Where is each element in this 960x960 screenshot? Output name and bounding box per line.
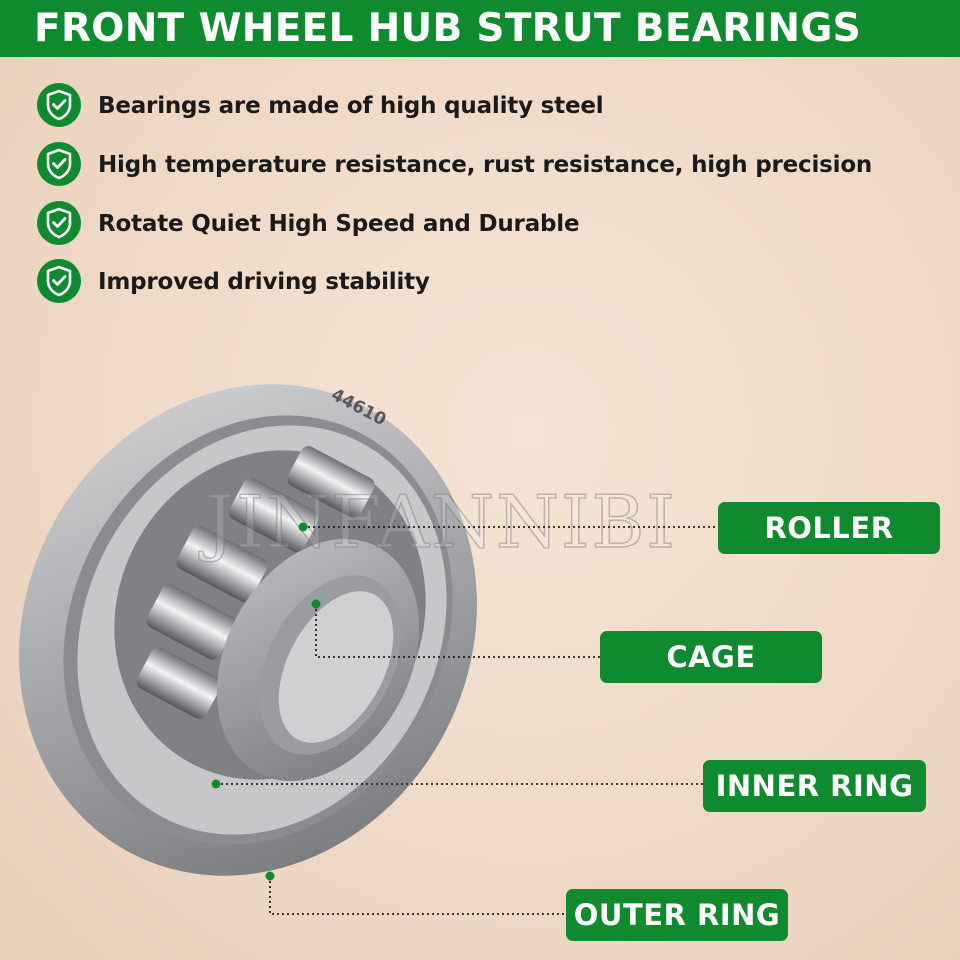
cage-label: CAGE	[600, 631, 822, 683]
inner-ring-marker-dot	[211, 779, 221, 789]
outer-ring-leader-line	[269, 876, 566, 915]
feature-item: High temperature resistance, rust resist…	[36, 141, 936, 187]
inner-ring-label: INNER RING	[703, 760, 926, 812]
watermark: JINFANNIBI	[204, 479, 677, 565]
shield-check-icon	[37, 259, 81, 303]
roller	[146, 584, 236, 660]
roller-marker-dot	[298, 522, 308, 532]
feature-item: Rotate Quiet High Speed and Durable	[36, 200, 936, 246]
feature-item: Bearings are made of high quality steel	[36, 82, 936, 128]
bearing-image: 44610	[19, 384, 477, 876]
feature-list: Bearings are made of high quality steel …	[0, 0, 960, 320]
roller	[287, 446, 375, 518]
shield-check-icon	[37, 142, 81, 186]
page-title: FRONT WHEEL HUB STRUT BEARINGS	[34, 6, 862, 51]
roller-set	[136, 446, 375, 719]
cage-leader-line	[315, 604, 600, 658]
header-banner: FRONT WHEEL HUB STRUT BEARINGS	[0, 0, 960, 57]
cage-marker-dot	[311, 599, 321, 609]
roller	[228, 477, 320, 553]
outer-ring-marker-dot	[265, 871, 275, 881]
feature-label: High temperature resistance, rust resist…	[98, 152, 873, 178]
roller	[136, 647, 222, 719]
roller	[176, 525, 268, 603]
roller-label: ROLLER	[718, 502, 940, 554]
outer-ring-label: OUTER RING	[566, 889, 788, 941]
shield-check-icon	[37, 201, 81, 245]
feature-label: Bearings are made of high quality steel	[98, 93, 604, 119]
feature-item: Improved driving stability	[36, 258, 936, 304]
shield-check-icon	[37, 83, 81, 127]
feature-label: Rotate Quiet High Speed and Durable	[98, 211, 580, 237]
feature-label: Improved driving stability	[98, 269, 430, 295]
